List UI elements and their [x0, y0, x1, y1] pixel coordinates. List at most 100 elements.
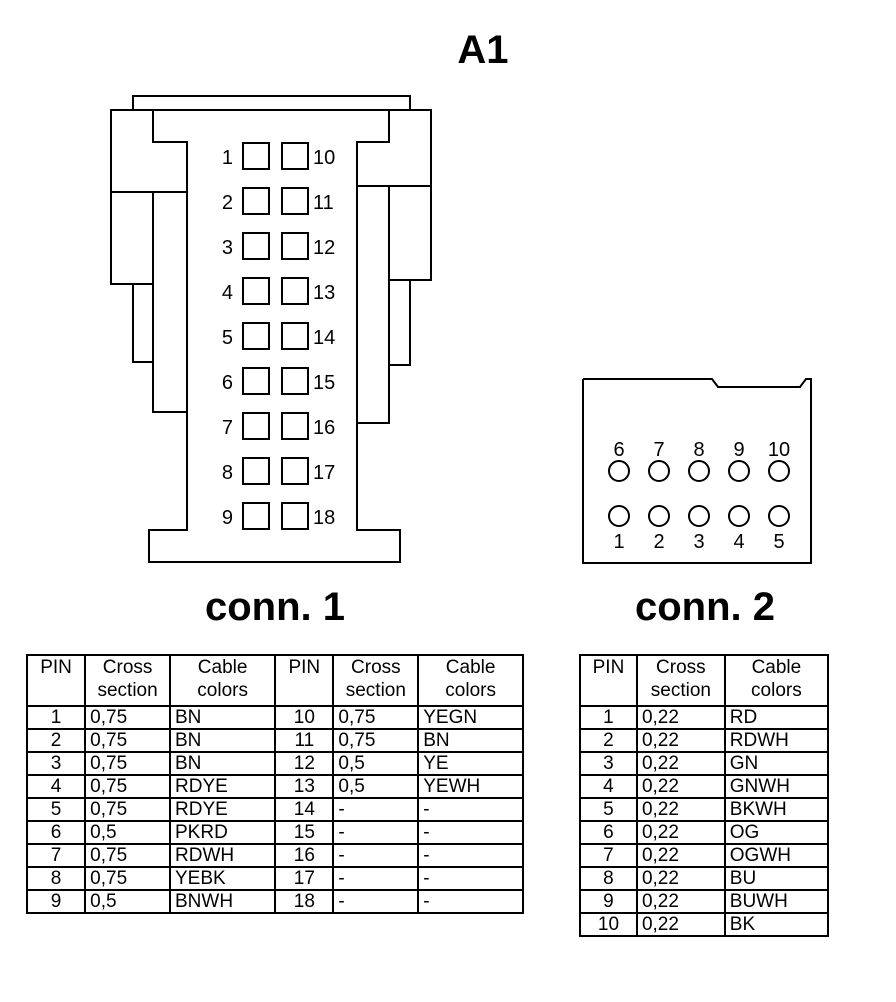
conn2-pin-label: 8 [693, 439, 704, 461]
conn1-pin-label: 8 [222, 462, 233, 484]
conn1-pin-socket [242, 367, 270, 395]
conn2-pin-socket [648, 460, 670, 482]
conn1-table-cell: 4 [25, 774, 87, 799]
conn2-pin-socket [648, 505, 670, 527]
conn1-pin-label: 1 [222, 147, 233, 169]
conn1-table-cell: 0,5 [84, 889, 171, 914]
conn2-title: conn. 2 [634, 585, 776, 629]
conn1-table-cell: 11 [274, 728, 335, 753]
conn1-table-cell: YEGN [417, 705, 524, 730]
conn2-pin-label: 2 [653, 531, 664, 553]
conn2-table-cell: 2 [579, 728, 638, 753]
conn2-pin-label: 4 [733, 531, 744, 553]
conn1-table-cell: 0,75 [84, 751, 171, 776]
conn1-pin-label: 7 [222, 417, 233, 439]
conn2-pin-socket [728, 460, 750, 482]
conn1-table-cell: RDYE [168, 797, 277, 822]
conn1-table-cell: - [332, 797, 420, 822]
conn1-pin-socket [281, 142, 309, 170]
conn1-table-cell: RDYE [168, 774, 277, 799]
conn2-pin-socket [688, 460, 710, 482]
conn1-pin-label: 6 [222, 372, 233, 394]
conn2-table-cell: 0,22 [635, 797, 726, 822]
conn1-table-cell: 9 [25, 889, 87, 914]
conn1-table-cell: - [332, 889, 420, 914]
conn1-table-cell: YE [417, 751, 524, 776]
conn2-pin-socket [768, 505, 790, 527]
conn1-table-cell: BNWH [168, 889, 277, 914]
conn1-table-cell: PKRD [168, 820, 277, 845]
conn2-table-cell: RDWH [723, 728, 830, 753]
conn2-table-cell: 0,22 [635, 774, 726, 799]
conn2-table-cell: 0,22 [635, 705, 726, 730]
conn1-pin-label: 5 [222, 327, 233, 349]
conn1-table-cell: 0,75 [84, 705, 171, 730]
conn1-pin-socket [281, 367, 309, 395]
conn2-table-cell: 0,22 [635, 820, 726, 845]
conn1-pin-socket [242, 457, 270, 485]
conn2-pin-label: 9 [733, 439, 744, 461]
conn1-pin-socket [281, 232, 309, 260]
conn1-pin-socket [242, 502, 270, 530]
conn1-table-cell: - [417, 843, 524, 868]
conn1-table-header-cell: PIN [25, 654, 87, 707]
conn1-pin-socket [281, 457, 309, 485]
conn2-pin-label: 7 [653, 439, 664, 461]
conn1-table-cell: YEBK [168, 866, 277, 891]
conn1-pin-label: 14 [313, 327, 335, 349]
conn1-table-cell: 3 [25, 751, 87, 776]
conn1-table-cell: 16 [274, 843, 335, 868]
conn1-table-cell: 7 [25, 843, 87, 868]
conn1-pin-socket [281, 277, 309, 305]
conn2-pin-label: 1 [613, 531, 624, 553]
conn2-table-cell: 0,22 [635, 912, 726, 937]
diagram-title: A1 [457, 28, 509, 72]
conn1-table-cell: - [332, 866, 420, 891]
conn1-table-cell: BN [168, 751, 277, 776]
conn1-table-cell: - [417, 889, 524, 914]
conn2-pin-socket [688, 505, 710, 527]
conn2-table-cell: 0,22 [635, 728, 726, 753]
conn2-pin-label: 5 [773, 531, 784, 553]
conn2-pin-label: 3 [693, 531, 704, 553]
conn1-table-cell: YEWH [417, 774, 524, 799]
conn2-table-cell: BU [723, 866, 830, 891]
conn1-table-cell: 0,5 [332, 751, 420, 776]
conn2-housing [582, 378, 812, 564]
conn2-pin-socket [728, 505, 750, 527]
conn1-table-cell: BN [168, 728, 277, 753]
conn2-table-cell: GNWH [723, 774, 830, 799]
conn1-pin-label: 10 [313, 147, 335, 169]
conn2-table-cell: 0,22 [635, 751, 726, 776]
conn2-table-cell: 4 [579, 774, 638, 799]
conn2-table-cell: 1 [579, 705, 638, 730]
conn1-table-cell: 8 [25, 866, 87, 891]
conn1-table-cell: 10 [274, 705, 335, 730]
conn2-table-header-cell: PIN [579, 654, 638, 707]
conn1-table-cell: 1 [25, 705, 87, 730]
conn1-pin-label: 17 [313, 462, 335, 484]
conn1-table-cell: 17 [274, 866, 335, 891]
conn1-table-cell: 6 [25, 820, 87, 845]
